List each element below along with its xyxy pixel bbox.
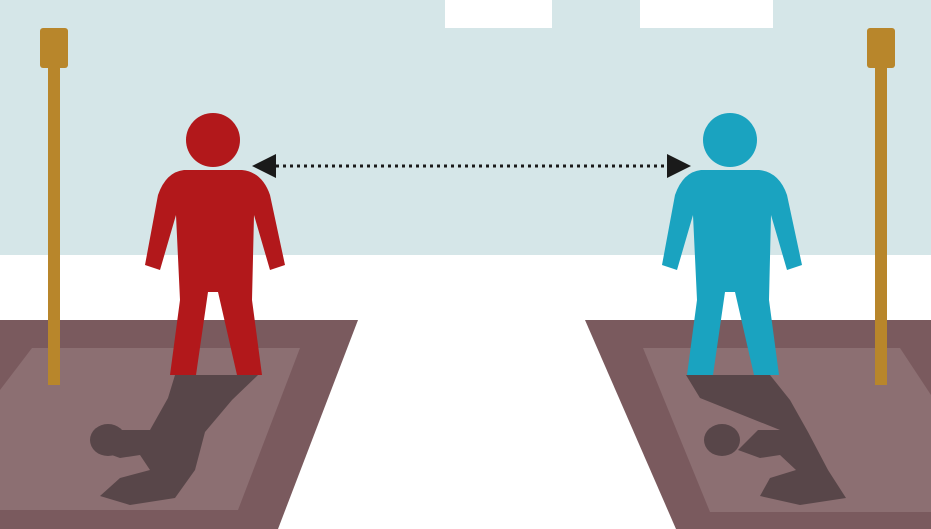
- window-left: [445, 0, 552, 28]
- window-right: [640, 0, 773, 28]
